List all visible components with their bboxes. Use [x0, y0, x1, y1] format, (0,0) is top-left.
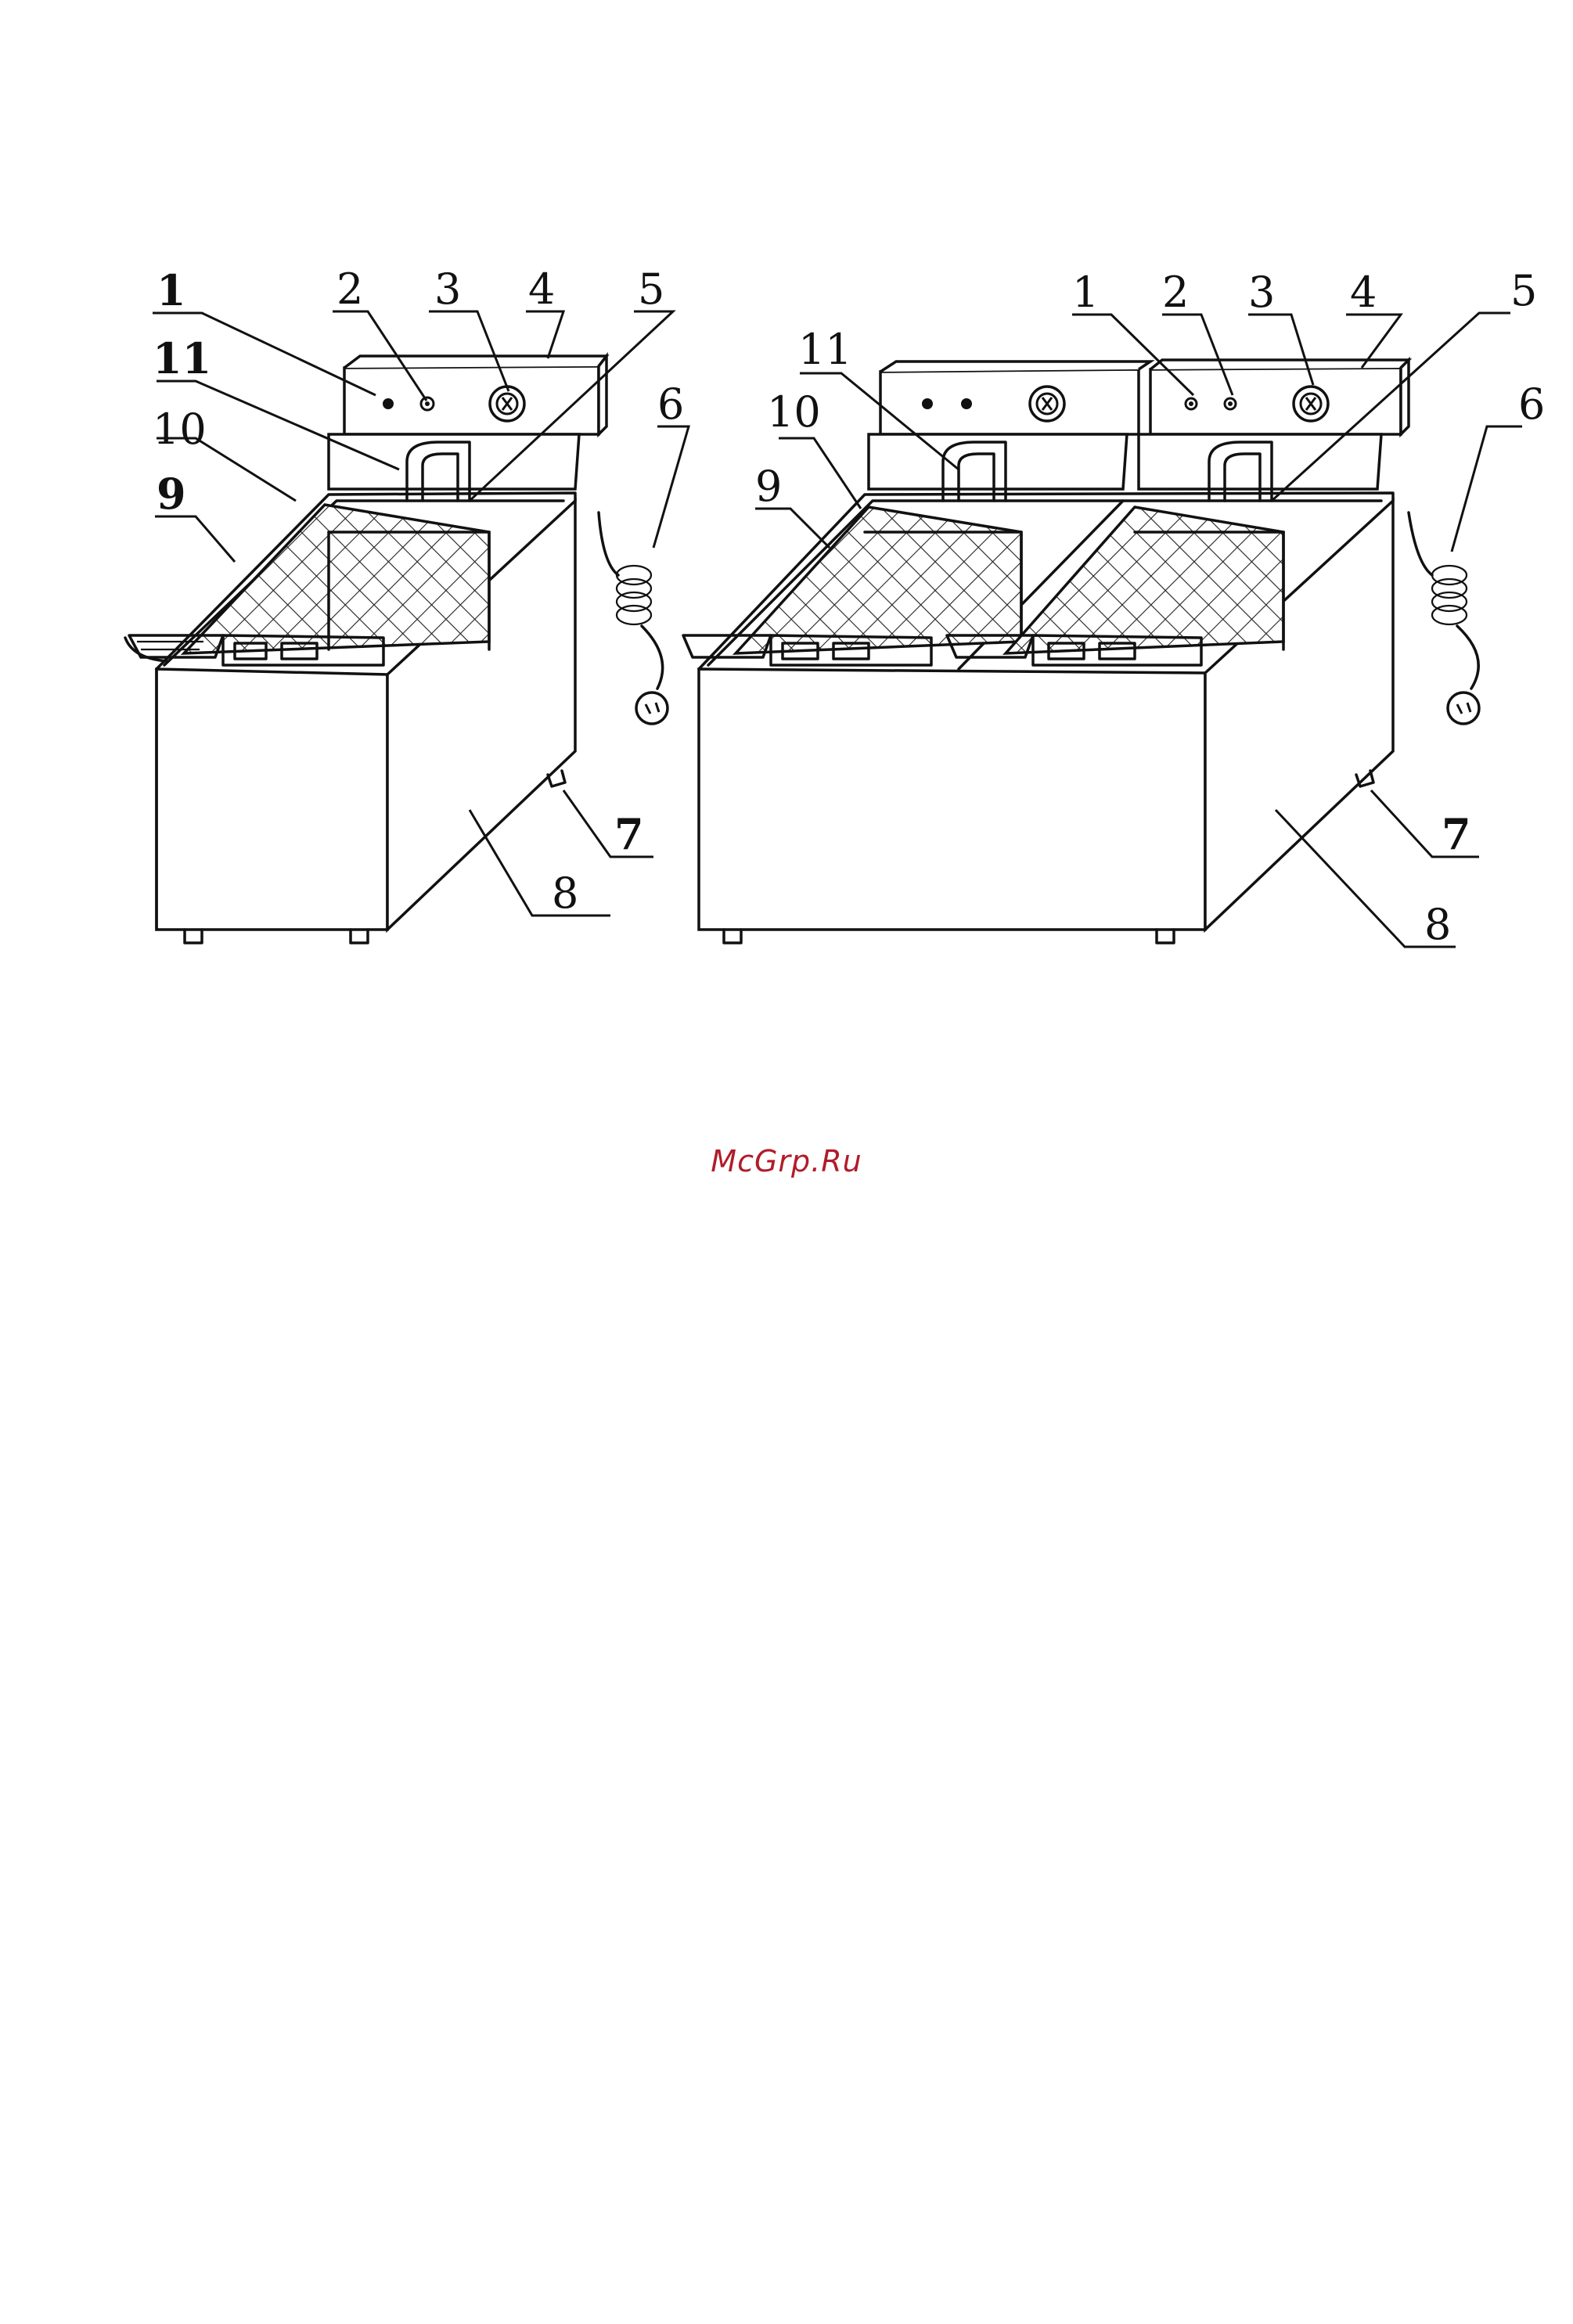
- foot: [1157, 930, 1174, 943]
- control-head-side: [1401, 360, 1409, 434]
- power-cord: [599, 513, 618, 575]
- plug-icon: [636, 693, 668, 724]
- plug-icon: [1448, 693, 1479, 724]
- control-head-side: [599, 356, 607, 434]
- callout-label: 6: [1518, 380, 1545, 429]
- control-head: [880, 369, 1139, 434]
- callout-label: 7: [614, 809, 644, 859]
- watermark: McGrp.Ru: [0, 1144, 1573, 1178]
- callout-label: 1: [157, 265, 186, 315]
- power-lamp-icon: [383, 398, 394, 409]
- foot: [185, 930, 202, 943]
- fryer-diagram: 1 2 3 4 5 6 7 8 9 10 11: [0, 0, 1573, 1017]
- heat-lamp-icon: [961, 398, 972, 409]
- callout-label: 11: [153, 333, 211, 383]
- callout-label: 9: [157, 469, 186, 519]
- power-lamp-icon: [922, 398, 933, 409]
- callout-label: 5: [638, 264, 664, 314]
- control-head: [1150, 368, 1401, 434]
- frying-basket: [184, 505, 489, 653]
- cord-coil: [1432, 566, 1467, 624]
- foot: [351, 930, 368, 943]
- frying-basket: [736, 507, 1021, 653]
- cord-coil: [617, 566, 651, 624]
- callout-label: 10: [767, 387, 821, 437]
- power-cord: [1409, 513, 1432, 575]
- foot: [724, 930, 741, 943]
- callout-label: 1: [1072, 268, 1099, 317]
- callout-label: 2: [1162, 268, 1189, 317]
- tank-front-panel: [699, 669, 1205, 930]
- tank-front-panel: [157, 669, 387, 930]
- double-fryer: [683, 360, 1479, 943]
- callout-label: 4: [528, 264, 555, 314]
- callout-label: 5: [1510, 266, 1537, 315]
- control-head: [344, 366, 599, 434]
- callout-label: 9: [755, 462, 782, 511]
- callout-label: 2: [337, 264, 363, 314]
- callout-label: 3: [1248, 268, 1275, 317]
- callout-label: 8: [1424, 900, 1451, 949]
- callout-label: 11: [798, 325, 852, 374]
- callout-label: 8: [552, 869, 578, 918]
- callout-label: 6: [657, 380, 684, 429]
- callout-label: 4: [1350, 268, 1377, 317]
- callout-label: 10: [153, 405, 207, 454]
- callout-label: 7: [1442, 809, 1471, 859]
- callout-label: 3: [434, 264, 461, 314]
